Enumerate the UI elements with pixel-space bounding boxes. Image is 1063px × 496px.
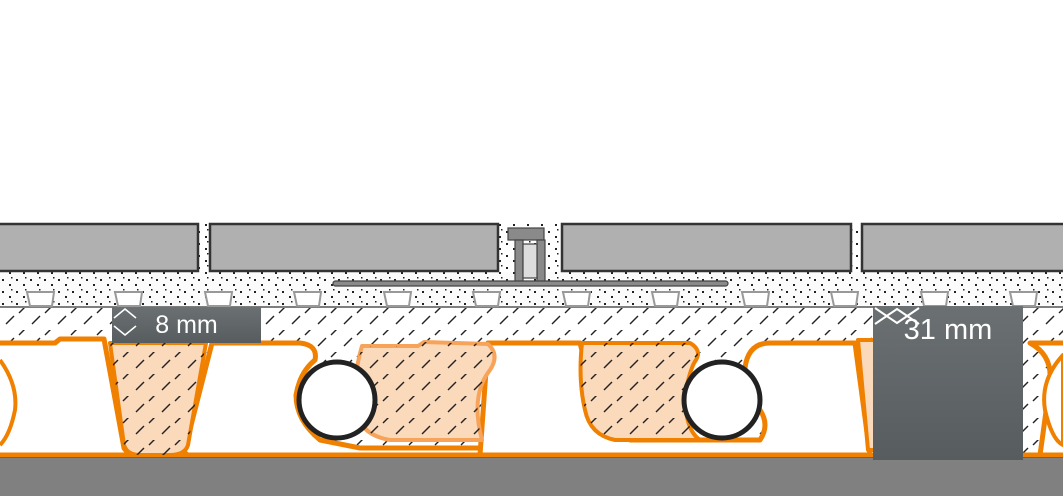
chevron-up-down-icon[interactable] <box>112 307 138 337</box>
build-height-label: 31 mm <box>873 306 1023 460</box>
tile-height-label[interactable]: 8 mm <box>112 307 261 343</box>
tile-height-value: 8 mm <box>155 310 218 339</box>
tiles <box>0 222 1063 273</box>
movement-joint-profile <box>332 227 729 287</box>
chevron-down-icon[interactable] <box>873 306 921 326</box>
filled-dimples <box>0 338 1063 457</box>
heating-pipe <box>296 359 378 441</box>
heating-pipe <box>681 359 763 441</box>
chevron-up-icon[interactable] <box>873 306 921 326</box>
substrate <box>0 457 1063 496</box>
build-height-value: 31 mm <box>903 314 993 346</box>
